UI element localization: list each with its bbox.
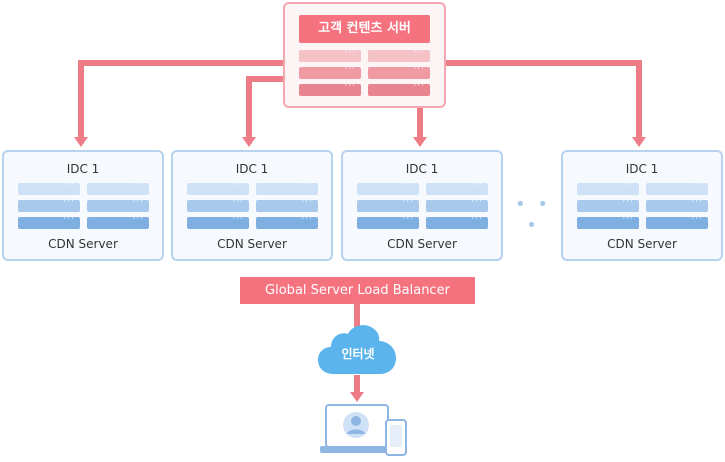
arrowhead-idc-2 xyxy=(242,137,256,147)
idc-rack: ··· xyxy=(187,197,249,212)
origin-server: 고객 컨텐츠 서버 ··· ··· ··· ··· ··· ··· xyxy=(283,2,446,108)
arrowhead-device xyxy=(350,392,364,402)
origin-rack-3a: ··· xyxy=(299,81,361,96)
rack-dots: ··· xyxy=(413,47,425,57)
idc-rack: ··· xyxy=(256,214,318,229)
connector-right-horizontal xyxy=(444,60,642,66)
origin-rack-1b: ··· xyxy=(368,47,430,62)
idc-rack: ··· xyxy=(87,214,149,229)
rack-dots: ··· xyxy=(402,214,414,224)
idc-title: IDC 1 xyxy=(625,162,659,176)
rack-dots: ··· xyxy=(132,197,144,207)
idc-rack: ··· xyxy=(357,180,419,195)
origin-rack-3b: ··· xyxy=(368,81,430,96)
idc-box-4: IDC 1 ··· ··· ··· ··· ··· ··· CDN Server xyxy=(561,150,723,261)
more-idcs-ellipsis: • • • xyxy=(515,194,551,236)
cloud-icon xyxy=(318,325,396,374)
client-devices xyxy=(320,404,410,458)
idc-title: IDC 1 xyxy=(235,162,269,176)
connector-left-vertical-1 xyxy=(78,60,84,138)
rack-dots: ··· xyxy=(471,197,483,207)
idc-server-label: CDN Server xyxy=(387,237,457,251)
idc-rack: ··· xyxy=(18,197,80,212)
rack-dots: ··· xyxy=(232,214,244,224)
rack-dots: ··· xyxy=(622,214,634,224)
idc-box-3: IDC 1 ··· ··· ··· ··· ··· ··· CDN Server xyxy=(341,150,503,261)
origin-server-title: 고객 컨텐츠 서버 xyxy=(299,15,430,43)
idc-rack: ··· xyxy=(87,180,149,195)
idc-rack: ··· xyxy=(18,180,80,195)
connector-cloud-device xyxy=(354,375,360,393)
idc-rack: ··· xyxy=(426,197,488,212)
connector-center-vertical xyxy=(417,107,423,138)
idc-rack: ··· xyxy=(256,197,318,212)
arrowhead-idc-4 xyxy=(632,137,646,147)
rack-dots: ··· xyxy=(413,81,425,91)
idc-server-label: CDN Server xyxy=(217,237,287,251)
idc-title: IDC 1 xyxy=(405,162,439,176)
idc-rack: ··· xyxy=(87,197,149,212)
idc-server-label: CDN Server xyxy=(48,237,118,251)
rack-dots: ··· xyxy=(63,197,75,207)
global-server-load-balancer: Global Server Load Balancer xyxy=(240,277,475,304)
idc-rack: ··· xyxy=(646,214,708,229)
rack-dots: ··· xyxy=(471,214,483,224)
idc-rack: ··· xyxy=(577,197,639,212)
origin-rack-1a: ··· xyxy=(299,47,361,62)
internet-cloud: 인터넷 xyxy=(316,322,400,378)
rack-dots: ··· xyxy=(691,197,703,207)
idc-rack: ··· xyxy=(187,214,249,229)
rack-dots: ··· xyxy=(232,180,244,190)
arrowhead-idc-3 xyxy=(413,137,427,147)
rack-dots: ··· xyxy=(622,197,634,207)
connector-left-horizontal-2 xyxy=(246,76,286,82)
connector-gslb-cloud xyxy=(354,303,360,327)
idc-rack: ··· xyxy=(357,197,419,212)
rack-dots: ··· xyxy=(232,197,244,207)
rack-dots: ··· xyxy=(63,214,75,224)
idc-rack: ··· xyxy=(187,180,249,195)
rack-dots: ··· xyxy=(301,214,313,224)
origin-rack-2a: ··· xyxy=(299,64,361,79)
origin-rack-2b: ··· xyxy=(368,64,430,79)
rack-dots: ··· xyxy=(344,64,356,74)
idc-rack: ··· xyxy=(646,180,708,195)
rack-dots: ··· xyxy=(132,214,144,224)
idc-rack: ··· xyxy=(426,214,488,229)
idc-rack: ··· xyxy=(577,214,639,229)
rack-dots: ··· xyxy=(132,180,144,190)
internet-label: 인터넷 xyxy=(341,347,375,361)
rack-dots: ··· xyxy=(301,180,313,190)
idc-box-1: IDC 1 ··· ··· ··· ··· ··· ··· CDN Server xyxy=(2,150,164,261)
idc-rack: ··· xyxy=(256,180,318,195)
rack-dots: ··· xyxy=(691,180,703,190)
laptop-phone-icon xyxy=(320,404,407,456)
rack-dots: ··· xyxy=(344,81,356,91)
idc-server-label: CDN Server xyxy=(607,237,677,251)
idc-rack: ··· xyxy=(426,180,488,195)
rack-dots: ··· xyxy=(301,197,313,207)
connector-left-horizontal xyxy=(78,60,285,66)
idc-title: IDC 1 xyxy=(66,162,100,176)
rack-dots: ··· xyxy=(344,47,356,57)
connector-left-vertical-2 xyxy=(246,76,252,138)
idc-rack: ··· xyxy=(646,197,708,212)
rack-dots: ··· xyxy=(63,180,75,190)
rack-dots: ··· xyxy=(691,214,703,224)
arrowhead-idc-1 xyxy=(74,137,88,147)
rack-dots: ··· xyxy=(471,180,483,190)
rack-dots: ··· xyxy=(413,64,425,74)
idc-rack: ··· xyxy=(18,214,80,229)
rack-dots: ··· xyxy=(402,197,414,207)
rack-dots: ··· xyxy=(622,180,634,190)
idc-rack: ··· xyxy=(357,214,419,229)
connector-right-vertical xyxy=(636,60,642,138)
rack-dots: ··· xyxy=(402,180,414,190)
idc-rack: ··· xyxy=(577,180,639,195)
idc-box-2: IDC 1 ··· ··· ··· ··· ··· ··· CDN Server xyxy=(171,150,333,261)
